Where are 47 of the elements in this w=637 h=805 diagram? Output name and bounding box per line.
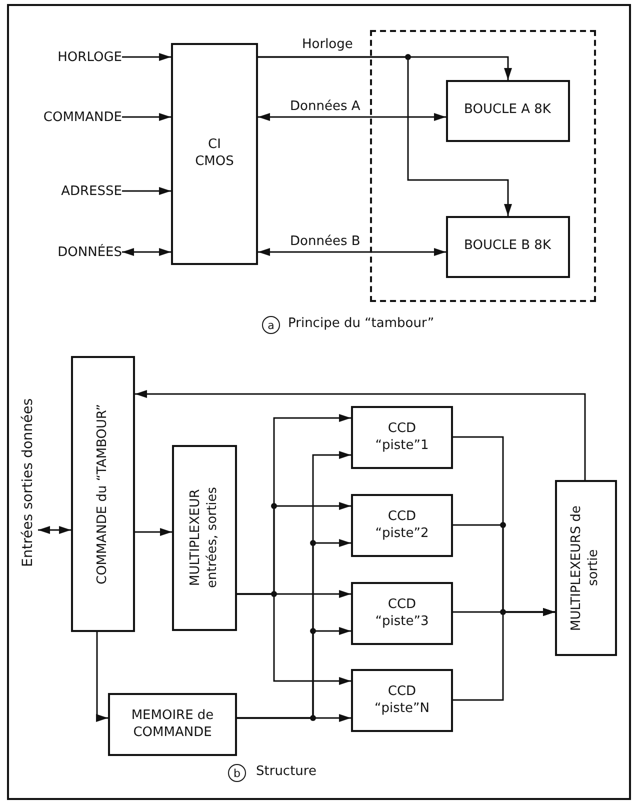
signal-label: DONNÉES xyxy=(28,243,122,261)
signal-label: COMMANDE xyxy=(28,108,122,126)
block-box xyxy=(351,406,453,469)
arrow xyxy=(258,113,446,121)
block-label: CCD “piste”3 xyxy=(374,596,430,630)
block-box xyxy=(171,43,258,265)
signal-label: Entrées sorties données xyxy=(18,355,38,610)
dashed-boundary-box xyxy=(370,30,596,302)
arrow xyxy=(122,187,171,195)
edge-label: Horloge xyxy=(300,37,355,52)
arrow xyxy=(135,528,172,536)
caption: Principe du “tambour” xyxy=(288,316,434,331)
arrow xyxy=(135,390,586,480)
caption: Structure xyxy=(256,764,316,779)
block-label: MULTIPLEXEURS de sortie xyxy=(569,504,602,633)
block-label: CI CMOS xyxy=(194,137,235,171)
block-label: BOUCLE B 8K xyxy=(464,238,551,255)
arrow xyxy=(122,113,171,121)
arrow xyxy=(237,714,351,722)
panel-letter: b xyxy=(228,764,246,782)
block-box xyxy=(351,582,453,645)
block-box xyxy=(446,216,570,278)
block-box xyxy=(446,80,570,142)
block-box xyxy=(71,356,135,632)
block-label: COMMANDE du “TAMBOUR” xyxy=(94,404,111,584)
block-label: BOUCLE A 8K xyxy=(464,102,551,119)
block-label: CCD “piste”2 xyxy=(374,508,430,542)
signal-label: ADRESSE xyxy=(28,182,122,200)
arrow xyxy=(122,248,171,256)
arrow xyxy=(38,526,71,534)
block-box xyxy=(351,669,453,732)
arrow xyxy=(237,593,351,685)
signal-label: HORLOGE xyxy=(28,48,122,66)
arrow xyxy=(258,248,446,256)
block-label: MEMOIRE de COMMANDE xyxy=(130,708,215,742)
block-box xyxy=(351,494,453,557)
arrow xyxy=(453,608,555,701)
block-box xyxy=(555,480,617,656)
arrow xyxy=(122,53,171,61)
block-label: CCD “piste”N xyxy=(374,684,430,718)
block-label: MULTIPLEXEUR entrées, sorties xyxy=(188,486,220,590)
block-label: CCD “piste”1 xyxy=(374,420,430,454)
block-box xyxy=(108,693,237,756)
block-box xyxy=(172,445,237,631)
panel-letter: a xyxy=(262,316,280,334)
arrow xyxy=(96,632,108,722)
arrow xyxy=(258,56,512,216)
